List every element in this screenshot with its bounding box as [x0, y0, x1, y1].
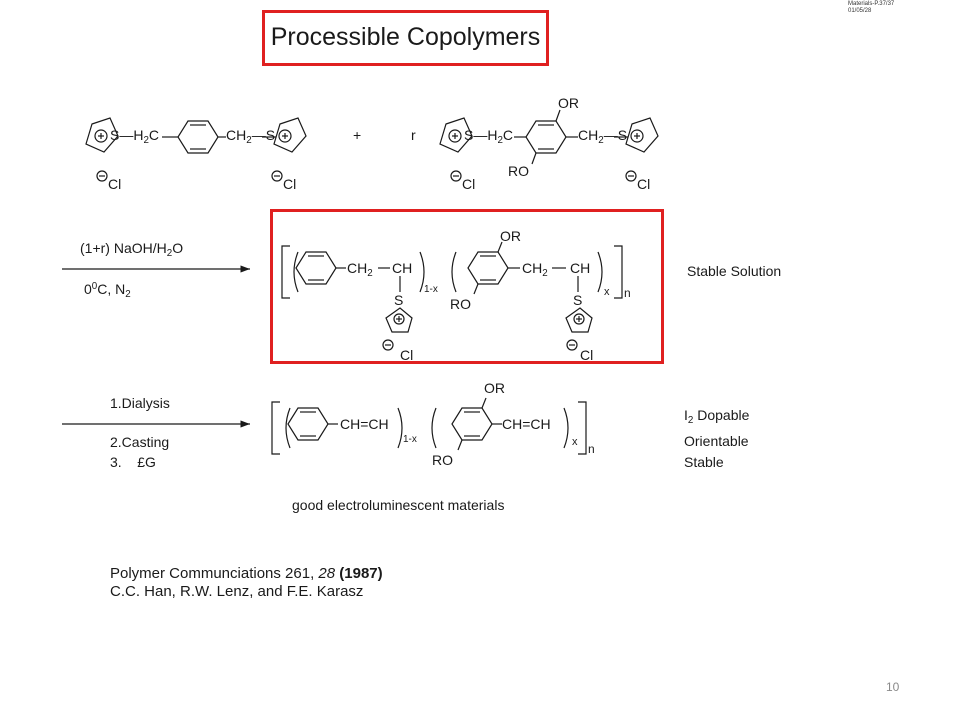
intermediate-x: x: [604, 286, 610, 298]
intermediate-one-minus-x: 1-x: [424, 284, 438, 295]
intermediate-n: n: [624, 286, 631, 300]
page-number: 10: [886, 680, 900, 694]
monomer2-structure: [439, 109, 659, 182]
final-n: n: [588, 442, 595, 456]
final-properties-note: I2 Dopable Orientable Stable: [684, 405, 749, 473]
corner-note-line1: Materials-P.37/37: [848, 1, 895, 7]
monomer2-chloride-right: Cl: [637, 176, 651, 192]
final-x: x: [572, 436, 578, 448]
monomer1-structure: [85, 117, 307, 182]
title-box: Processible Copolymers: [262, 10, 549, 66]
reference-line2: C.C. Han, R.W. Lenz, and F.E. Karasz: [110, 583, 364, 600]
monomer2-ch2-s-label: CH2—S: [578, 127, 628, 146]
final-ro-label: RO: [432, 452, 453, 468]
step1-condition-temp: 00C, N2: [84, 281, 131, 300]
intermediate-s-right: S: [573, 292, 583, 308]
step2-heat: 3. £G: [110, 454, 156, 470]
intermediate-highlight-box: [270, 209, 664, 364]
intermediate-chloride-left: Cl: [400, 347, 414, 363]
intermediate-ch2-right: CH2: [522, 260, 548, 279]
final-note-stable: Stable: [684, 454, 724, 470]
ratio-r: r: [411, 127, 416, 143]
thiolane-ring-left: [85, 117, 119, 153]
final-or-label: OR: [484, 380, 505, 396]
intermediate-ro-label: RO: [450, 296, 471, 312]
intermediate-ch-left: CH: [392, 260, 413, 276]
intermediate-s-left: S: [394, 292, 404, 308]
reference-citation: Polymer Communciations 261, 28 (1987) C.…: [110, 565, 383, 601]
intermediate-or-label: OR: [500, 228, 521, 244]
thiolane-ring-right: [273, 117, 307, 153]
final-caption: good electroluminescent materials: [292, 497, 505, 513]
final-vinylene-right: CH=CH: [502, 416, 551, 432]
reference-line1: Polymer Communciations 261, 28 (1987): [110, 565, 383, 582]
intermediate-polymer-structure: [281, 241, 623, 351]
monomer2-ro-label: RO: [508, 163, 529, 179]
monomer2-or-label: OR: [558, 95, 579, 111]
final-polymer-structure: [271, 397, 587, 455]
plus-sign: +: [353, 127, 362, 143]
monomer1-chloride-left: Cl: [108, 176, 122, 192]
slide-title: Processible Copolymers: [270, 23, 541, 51]
final-vinylene-left: CH=CH: [340, 416, 389, 432]
plus-charge-circle: [94, 129, 108, 143]
final-note-dopable: I2 Dopable: [684, 407, 750, 426]
step2-casting: 2.Casting: [110, 434, 170, 450]
intermediate-ch2-left: CH2: [347, 260, 373, 279]
corner-note-line2: 01/05/28: [848, 8, 872, 14]
monomer1-chloride-right: Cl: [283, 176, 297, 192]
monomer1-s-h2c-label: S—H2C: [110, 127, 160, 146]
benzene-ring-2: [525, 120, 567, 154]
monomer2-chloride-left: Cl: [462, 176, 476, 192]
final-note-orientable: Orientable: [684, 433, 749, 449]
stable-solution-note: Stable Solution: [687, 263, 782, 279]
intermediate-chloride-right: Cl: [580, 347, 594, 363]
monomer2-s-h2c-label: S—H2C: [464, 127, 514, 146]
corner-note: Materials-P.37/37 01/05/28: [848, 1, 894, 15]
benzene-ring-1: [177, 120, 219, 154]
monomer1-ch2-s-label: CH2—S: [226, 127, 276, 146]
step2-dialysis: 1.Dialysis: [110, 395, 170, 411]
intermediate-ch-right: CH: [570, 260, 591, 276]
step1-condition-base: (1+r) NaOH/H2O: [80, 240, 184, 259]
final-one-minus-x: 1-x: [403, 434, 417, 445]
